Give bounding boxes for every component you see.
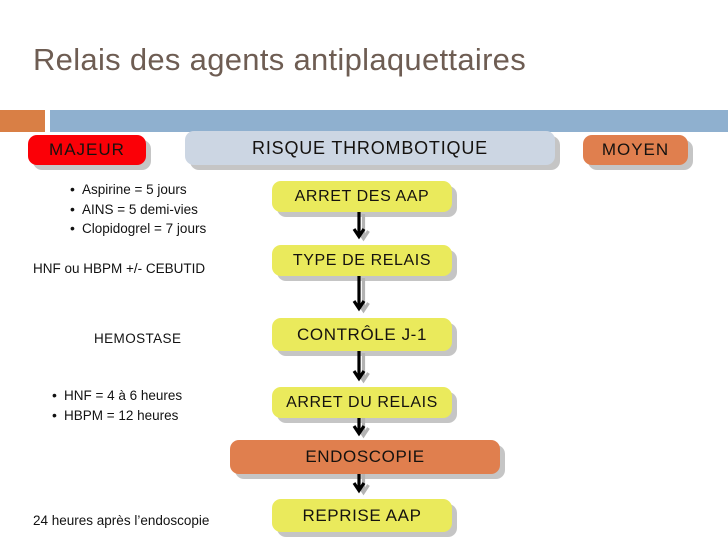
flow-step-controle-j1: CONTRÔLE J-1: [272, 318, 452, 351]
header-band-orange-accent: [0, 110, 45, 132]
list-item: Clopidogrel = 7 jours: [70, 218, 206, 239]
arrow-down-icon: [350, 276, 374, 318]
flow-step-arret-des-aap: ARRET DES AAP: [272, 181, 452, 212]
arrow-down-icon: [350, 418, 374, 440]
note-stop-relay: HNF = 4 à 6 heures HBPM = 12 heures: [52, 385, 182, 426]
risk-badge-major: MAJEUR: [28, 135, 146, 165]
page-title: Relais des agents antiplaquettaires: [33, 42, 527, 77]
list-item: AINS = 5 demi-vies: [70, 199, 206, 220]
risk-badge-medium: MOYEN: [583, 135, 688, 165]
header-band-blue: [50, 110, 728, 132]
flow-step-endoscopie: ENDOSCOPIE: [230, 440, 500, 474]
note-stop-aap: Aspirine = 5 jours AINS = 5 demi-vies Cl…: [70, 179, 206, 239]
arrow-down-icon: [350, 351, 374, 387]
arrow-down-icon: [350, 474, 374, 499]
note-stop-aap-list: Aspirine = 5 jours AINS = 5 demi-vies Cl…: [70, 179, 206, 239]
list-item: HNF = 4 à 6 heures: [52, 385, 182, 406]
flow-step-type-de-relais: TYPE DE RELAIS: [272, 245, 452, 276]
note-resume-aap: 24 heures après l’endoscopie: [33, 513, 210, 528]
list-item: Aspirine = 5 jours: [70, 179, 206, 200]
arrow-down-icon: [350, 212, 374, 245]
flow-step-arret-du-relais: ARRET DU RELAIS: [272, 387, 452, 418]
list-item: HBPM = 12 heures: [52, 405, 182, 426]
note-relay-type: HNF ou HBPM +/- CEBUTID: [33, 261, 206, 276]
note-stop-relay-list: HNF = 4 à 6 heures HBPM = 12 heures: [52, 385, 182, 426]
flow-step-reprise-aap: REPRISE AAP: [272, 499, 452, 532]
note-control-hemostase: HEMOSTASE: [94, 331, 182, 346]
risk-header-thrombotic: RISQUE THROMBOTIQUE: [185, 131, 555, 165]
